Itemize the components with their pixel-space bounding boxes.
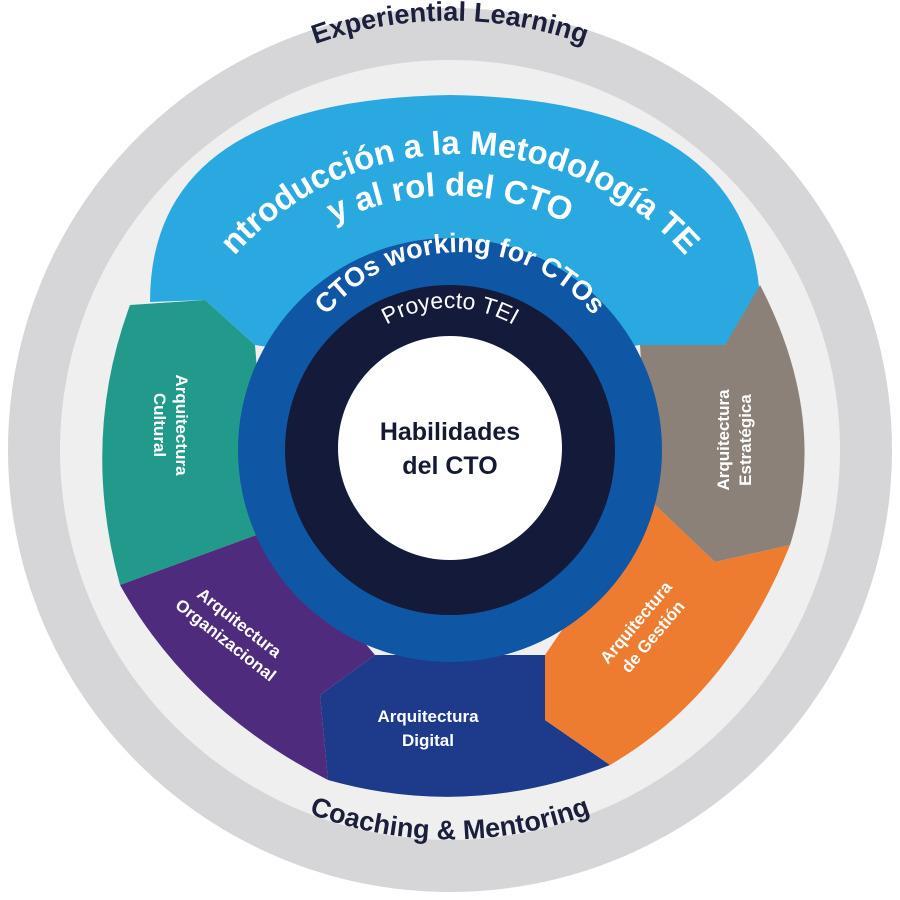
segment-estrategica-line1: Arquitectura bbox=[714, 389, 733, 491]
segment-digital bbox=[320, 655, 610, 797]
segment-digital-label: Arquitectura Digital bbox=[377, 707, 479, 750]
segment-cultural bbox=[102, 300, 270, 585]
center-title-line1: Habilidades bbox=[380, 418, 520, 446]
segment-digital-line1: Arquitectura bbox=[377, 707, 479, 726]
segment-cultural-label: Arquitectura Cultural bbox=[150, 374, 191, 476]
segment-cultural-line2: Cultural bbox=[150, 393, 169, 457]
segment-digital-line2: Digital bbox=[402, 731, 454, 750]
segment-estrategica-line2: Estratégica bbox=[736, 394, 755, 486]
segment-estrategica bbox=[640, 285, 805, 562]
segment-cultural-line1: Arquitectura bbox=[172, 374, 191, 476]
segment-estrategica-label: Arquitectura Estratégica bbox=[714, 389, 755, 491]
center-circle bbox=[338, 336, 562, 560]
center-title-line2: del CTO bbox=[402, 452, 497, 480]
